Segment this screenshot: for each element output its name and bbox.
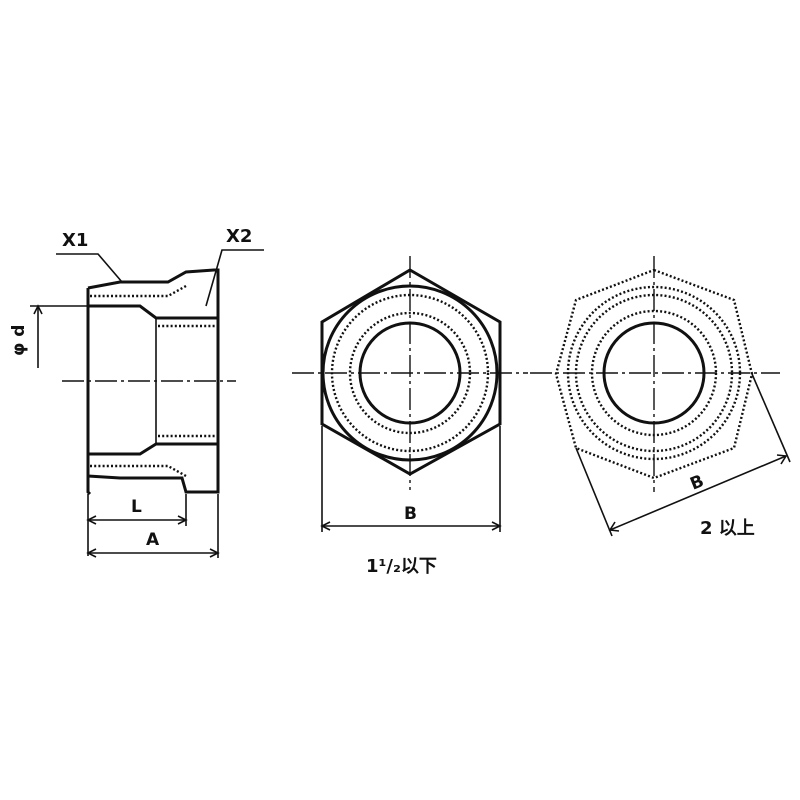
hex-small-b-label: B — [404, 504, 417, 524]
phi-d-arrow — [33, 304, 43, 315]
hex-large-b-ext-right — [751, 373, 791, 463]
hex-view-small: B 1¹/₂以下 — [292, 256, 528, 577]
thread-left-top — [90, 284, 187, 298]
x2-label: X2 — [226, 226, 252, 247]
l-label: L — [131, 497, 142, 517]
x1-label: X1 — [62, 230, 88, 251]
a-label: A — [146, 530, 160, 550]
l-arrows — [86, 515, 188, 525]
thread-left-bottom — [90, 464, 187, 478]
phi-d-label: φ d — [9, 325, 29, 356]
hex-large-b-ext-left — [575, 447, 613, 537]
hex-large-b-arrows — [608, 454, 788, 532]
hex-large-caption: 2 以上 — [700, 518, 755, 539]
x2-leader — [205, 249, 264, 307]
a-arrows — [86, 548, 220, 558]
bore-outline — [88, 304, 218, 456]
hex-small-caption: 1¹/₂以下 — [366, 556, 437, 577]
hex-view-large: B 2 以上 — [530, 256, 791, 539]
hex-small-b-arrows — [320, 521, 502, 531]
hex-outline-large — [554, 268, 754, 480]
side-view: X1 X2 φ d L A — [9, 226, 264, 558]
hex-large-b-dim-line — [609, 455, 787, 531]
hex-outline-small — [320, 268, 502, 476]
x1-leader — [56, 253, 123, 283]
side-view-outline — [86, 268, 220, 496]
